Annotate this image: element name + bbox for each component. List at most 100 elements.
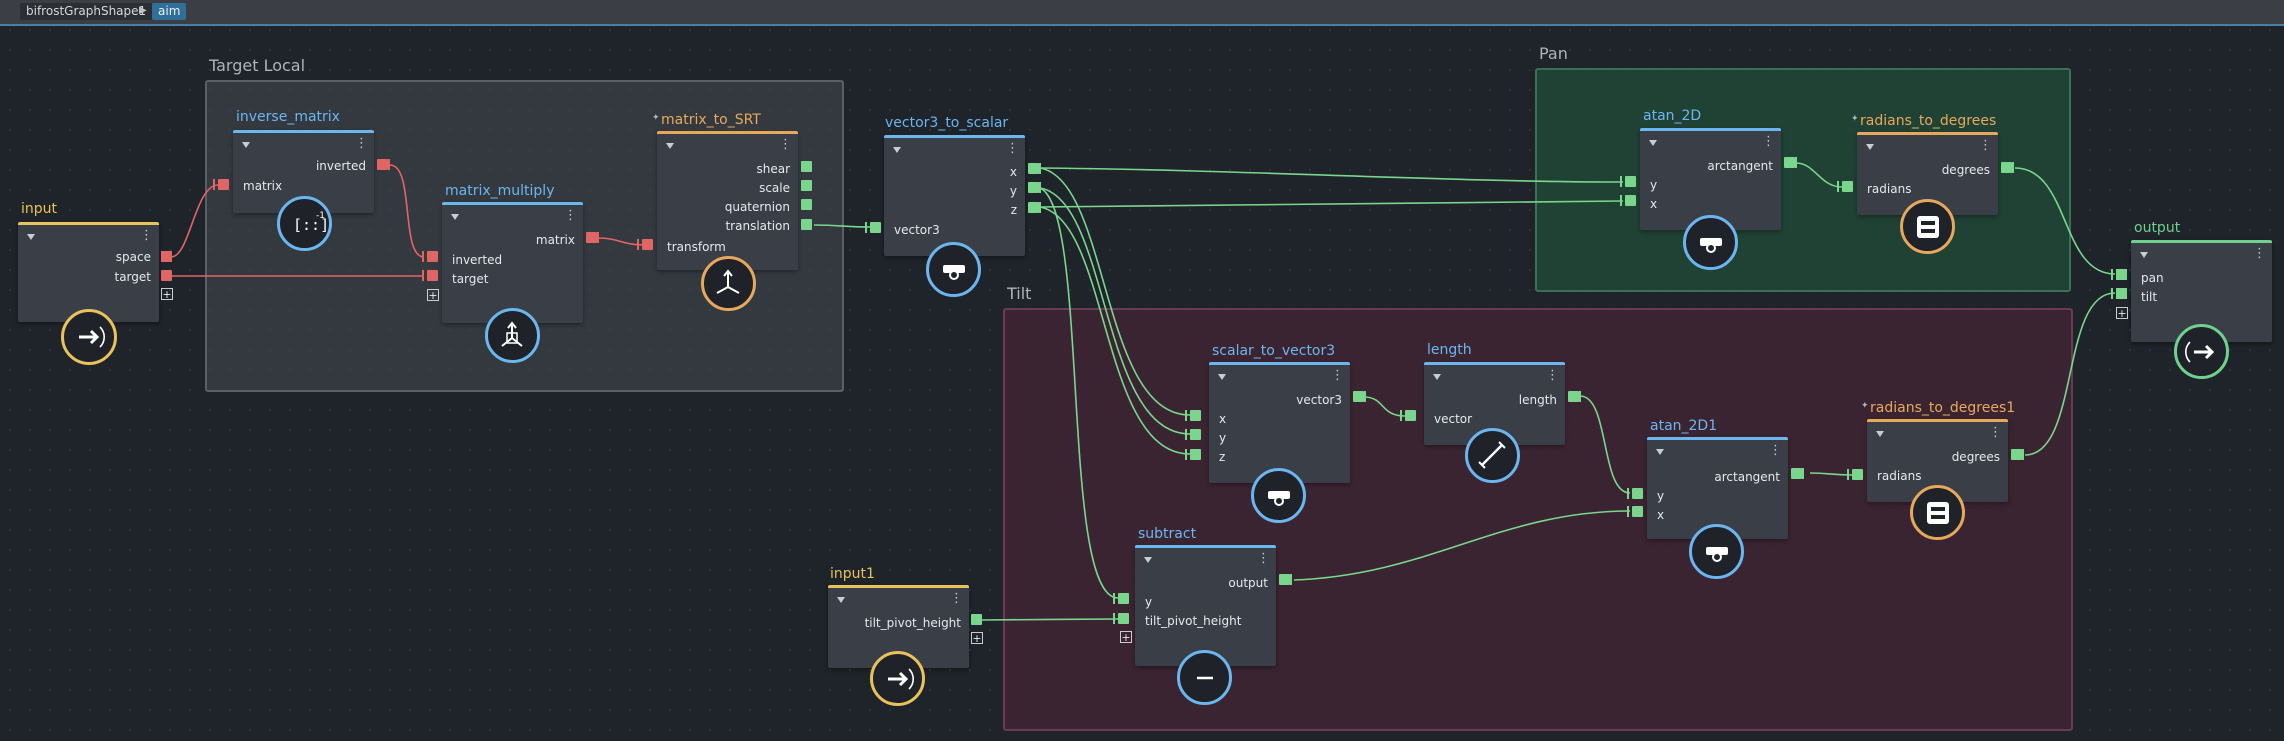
node-menu-icon[interactable]: ⋮ <box>140 228 153 243</box>
port-tilt-pivot-height-out[interactable] <box>971 614 982 625</box>
port-inverted-out[interactable] <box>377 159 388 170</box>
collapse-icon[interactable] <box>1866 144 1874 150</box>
port-arctangent-out[interactable] <box>1784 157 1795 168</box>
port-pan-in[interactable] <box>2116 269 2127 280</box>
port-matrix-out[interactable] <box>586 232 597 243</box>
port-output-out[interactable] <box>1279 574 1290 585</box>
collapse-icon[interactable] <box>666 143 674 149</box>
collapse-icon[interactable] <box>451 214 459 220</box>
port-length-out[interactable] <box>1568 391 1579 402</box>
node-vector3-to-scalar[interactable]: ⋮ x y z vector3 <box>884 135 1025 256</box>
add-port-icon[interactable]: + <box>1120 631 1132 644</box>
node-matrix-multiply[interactable]: ⋮ matrix inverted target <box>442 202 583 323</box>
node-subtract[interactable]: ⋮ output y tilt_pivot_height <box>1135 545 1276 666</box>
node-matrix-to-srt[interactable]: ⋮ shear scale quaternion translation tra… <box>657 131 798 270</box>
port-radians-in[interactable] <box>1842 181 1853 192</box>
math-icon <box>926 242 981 297</box>
collapse-icon[interactable] <box>1144 557 1152 563</box>
convert-icon <box>1910 485 1965 540</box>
node-menu-icon[interactable]: ⋮ <box>564 208 577 223</box>
port-vector3-out[interactable] <box>1353 391 1364 402</box>
port-label-degrees: degrees <box>1941 163 1990 177</box>
node-menu-icon[interactable]: ⋮ <box>950 591 963 606</box>
collapse-icon[interactable] <box>1876 431 1884 437</box>
collapse-icon[interactable] <box>1656 449 1664 455</box>
port-x-in[interactable] <box>1190 410 1201 421</box>
port-z-out[interactable] <box>1028 202 1039 213</box>
port-tilt-pivot-height-in[interactable] <box>1118 613 1129 624</box>
port-label-transform: transform <box>667 240 726 254</box>
port-degrees-out[interactable] <box>2001 162 2012 173</box>
port-arctangent-out[interactable] <box>1791 468 1802 479</box>
node-menu-icon[interactable]: ⋮ <box>2253 246 2266 261</box>
port-degrees-out[interactable] <box>2011 449 2022 460</box>
port-y-out[interactable] <box>1028 182 1039 193</box>
port-vector3-in[interactable] <box>870 222 881 233</box>
node-atan-2d1[interactable]: ⋮ arctangent y x <box>1647 437 1788 539</box>
wire-y-scalar-y <box>1039 187 1191 435</box>
breadcrumb-graph[interactable]: bifrostGraphShape1 <box>20 3 153 20</box>
collapse-icon[interactable] <box>242 142 250 148</box>
port-x-in[interactable] <box>1632 506 1643 517</box>
node-title-atan-2d1: atan_2D1 <box>1650 418 1718 434</box>
port-vector-in[interactable] <box>1405 410 1416 421</box>
port-tilt-in[interactable] <box>2116 288 2127 299</box>
port-radians-in[interactable] <box>1852 469 1863 480</box>
port-label-z: z <box>1010 203 1017 217</box>
port-label-quaternion: quaternion <box>724 200 790 214</box>
node-menu-icon[interactable]: ⋮ <box>1546 368 1559 383</box>
add-port-icon[interactable]: + <box>2116 307 2128 320</box>
port-x-out[interactable] <box>1028 163 1039 174</box>
port-label-degrees: degrees <box>1951 450 2000 464</box>
add-port-icon[interactable]: + <box>971 632 983 645</box>
port-label-tilt-pivot-height: tilt_pivot_height <box>1145 614 1242 628</box>
add-port-icon[interactable]: + <box>427 289 439 302</box>
port-label-x: x <box>1009 165 1017 179</box>
collapse-icon[interactable] <box>1218 374 1226 380</box>
node-menu-icon[interactable]: ⋮ <box>1989 425 2002 440</box>
port-y-in[interactable] <box>1632 488 1643 499</box>
node-menu-icon[interactable]: ⋮ <box>1331 368 1344 383</box>
port-quaternion[interactable] <box>801 199 812 210</box>
collapse-icon[interactable] <box>2140 252 2148 258</box>
port-translation[interactable] <box>801 219 812 230</box>
node-scalar-to-vector3[interactable]: ⋮ vector3 x y z <box>1209 362 1350 483</box>
port-y-in[interactable] <box>1118 593 1129 604</box>
port-label-matrix: matrix <box>243 179 283 193</box>
breadcrumb-separator-icon: ▶ <box>139 5 147 16</box>
port-x-in[interactable] <box>1625 195 1636 206</box>
port-transform-in[interactable] <box>642 239 653 250</box>
collapse-icon[interactable] <box>893 147 901 153</box>
wire-inverted-inverted <box>389 164 425 258</box>
port-shear[interactable] <box>801 161 812 172</box>
wire-degrees1-tilt <box>2024 292 2116 456</box>
node-atan-2d[interactable]: ⋮ arctangent y x <box>1640 128 1781 230</box>
node-input[interactable]: ⋮ space target <box>18 222 159 322</box>
add-port-icon[interactable]: + <box>161 288 173 301</box>
port-space[interactable] <box>161 251 172 262</box>
port-label-x: x <box>1657 508 1665 522</box>
port-matrix-in[interactable] <box>218 179 229 190</box>
axes-icon <box>701 256 756 311</box>
node-menu-icon[interactable]: ⋮ <box>1257 551 1270 566</box>
svg-text:[::]: [::] <box>293 216 329 234</box>
collapse-icon[interactable] <box>27 234 35 240</box>
node-menu-icon[interactable]: ⋮ <box>1979 138 1992 153</box>
breadcrumb-compound[interactable]: aim <box>152 3 187 20</box>
port-y-in[interactable] <box>1625 176 1636 187</box>
collapse-icon[interactable] <box>837 597 845 603</box>
port-label-y: y <box>1009 184 1017 198</box>
node-menu-icon[interactable]: ⋮ <box>1769 443 1782 458</box>
node-menu-icon[interactable]: ⋮ <box>779 137 792 152</box>
collapse-icon[interactable] <box>1433 374 1441 380</box>
port-target[interactable] <box>161 270 172 281</box>
port-target-in[interactable] <box>427 270 438 281</box>
port-y-in[interactable] <box>1190 429 1201 440</box>
collapse-icon[interactable] <box>1649 140 1657 146</box>
port-scale[interactable] <box>801 180 812 191</box>
node-menu-icon[interactable]: ⋮ <box>1762 134 1775 149</box>
port-inverted-in[interactable] <box>427 251 438 262</box>
node-menu-icon[interactable]: ⋮ <box>355 136 368 151</box>
node-menu-icon[interactable]: ⋮ <box>1006 141 1019 156</box>
port-z-in[interactable] <box>1190 449 1201 460</box>
